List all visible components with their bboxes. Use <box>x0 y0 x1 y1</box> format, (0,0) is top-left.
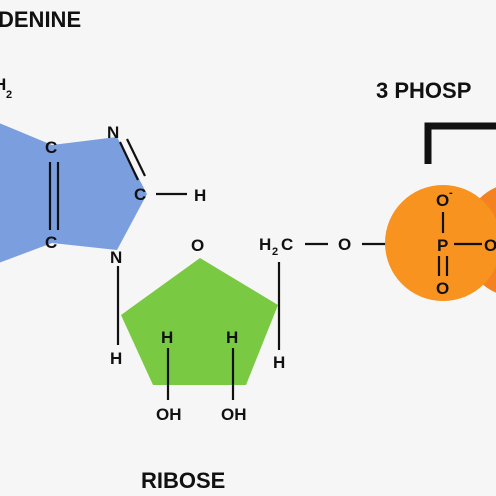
phosphate-circle-1 <box>385 185 496 301</box>
nh2-fragment-label: H <box>0 75 6 94</box>
ch2-subscript: 2 <box>272 246 278 258</box>
phosphate-p: P <box>437 236 448 255</box>
ch2-c: C <box>281 235 293 254</box>
adenine-h-right: H <box>194 186 206 205</box>
ribose-h-side: H <box>273 353 285 372</box>
adenine-title: DENINE <box>0 7 81 32</box>
adenine-n-top: N <box>107 123 119 142</box>
adenine-c-top: C <box>45 138 57 157</box>
phosphate-o-bottom: O <box>436 279 449 298</box>
nh2-subscript: 2 <box>6 89 12 101</box>
adenine-c-bottom: C <box>45 233 57 252</box>
adenine-ring-shape <box>0 123 52 263</box>
phosphate-charge: - <box>449 187 453 199</box>
ribose-oh-right: OH <box>221 405 247 424</box>
phosphate-o-right: O <box>484 236 496 255</box>
link-oxygen: O <box>338 235 351 254</box>
phosphate-o-minus: O <box>436 191 449 210</box>
adenine-h-below: H <box>110 349 122 368</box>
adenine-imidazole-shape <box>52 137 147 250</box>
ch2-h: H <box>259 235 271 254</box>
ribose-oh-left: OH <box>156 405 182 424</box>
adenine-c-right: C <box>134 185 146 204</box>
ribose-h-right: H <box>226 328 238 347</box>
ribose-h-left: H <box>161 328 173 347</box>
adenine-n-bottom: N <box>110 248 122 267</box>
phosphate-title: 3 PHOSP <box>376 78 471 103</box>
ribose-title: RIBOSE <box>141 468 225 493</box>
ribose-ring-oxygen: O <box>191 236 204 255</box>
adenine-n-c-double-bond-b <box>126 138 146 177</box>
ribose-ring-shape <box>121 258 278 385</box>
phosphate-bracket <box>424 122 496 164</box>
adenine-n-c-double-bond-a <box>119 141 139 181</box>
